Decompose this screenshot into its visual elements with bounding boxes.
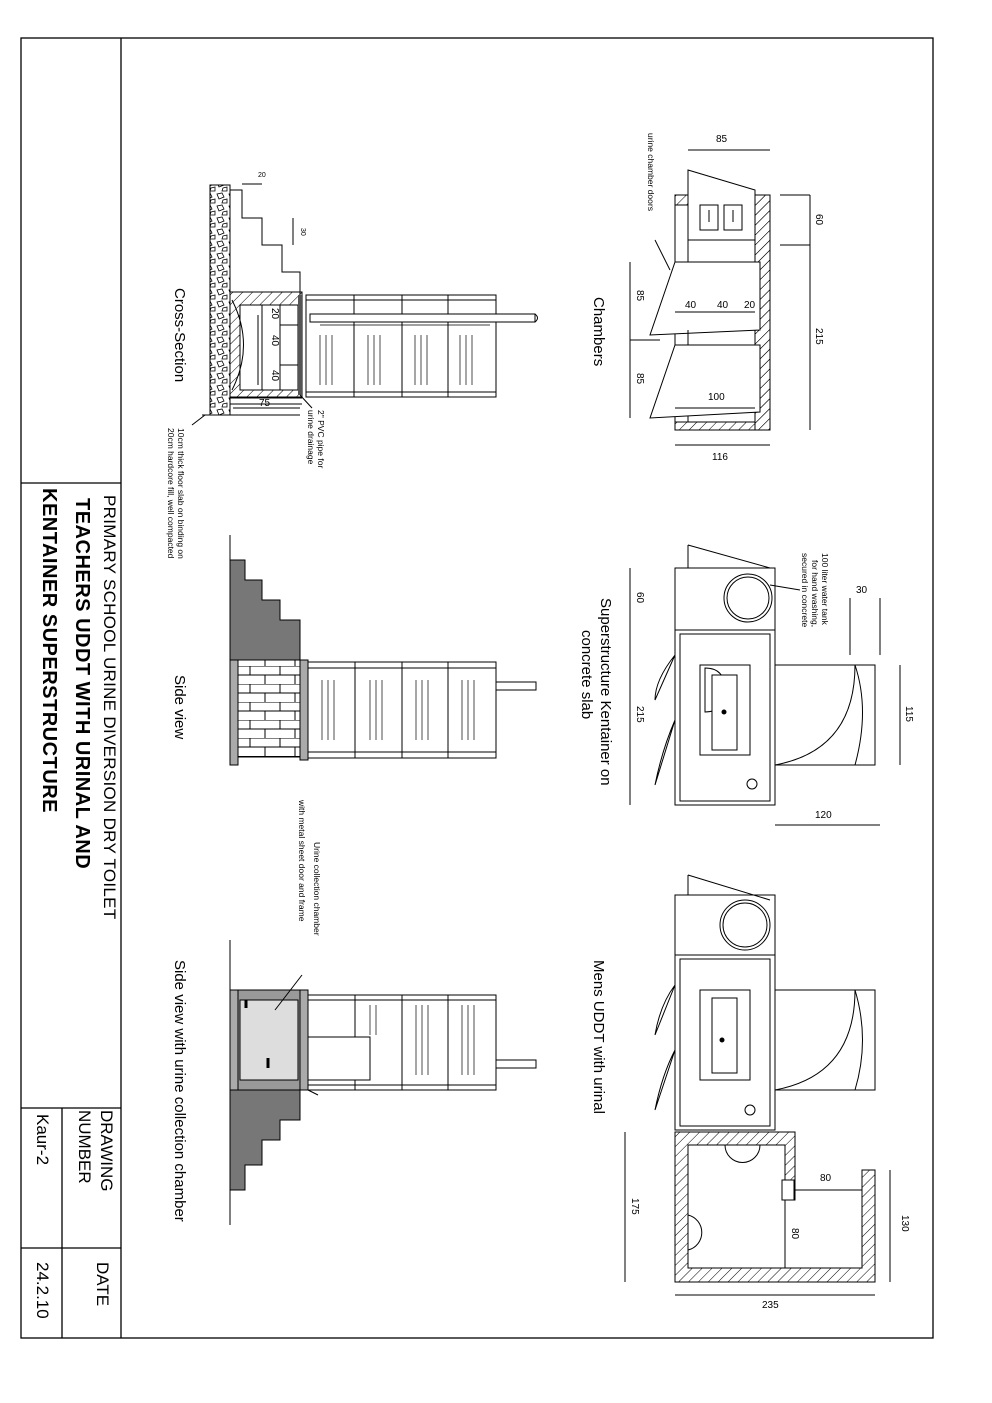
view-label-side-view-chamber: Side view with urine collection chamber [171, 960, 188, 1222]
note-pvc-pipe-1: 2" PVC pipe for [316, 410, 326, 469]
dim-ss-115: 115 [903, 706, 914, 722]
drawing-number-label-2: NUMBER [75, 1110, 94, 1184]
mens-uddt-plan [624, 874, 891, 1296]
view-label-superstructure-1: Superstructure Kentainer on [597, 598, 614, 786]
note-chamber-doors: urine chamber doors [646, 133, 656, 211]
note-urine-chamber-2: with metal sheet door and frame [297, 800, 307, 922]
dim-ch-85-top: 85 [716, 134, 728, 145]
dim-ss-60: 60 [634, 592, 645, 604]
chambers-plan [629, 149, 811, 446]
superstructure-plan [629, 544, 901, 826]
side-view [229, 535, 537, 766]
drawing-number-label-1: DRAWING [97, 1110, 116, 1192]
dim-ss-30: 30 [856, 585, 868, 596]
dim-cs-75: 75 [259, 398, 271, 409]
note-urine-chamber-1: Urine collection chamber [312, 842, 322, 936]
date-value: 24.2.10 [33, 1262, 52, 1319]
dim-ch-40a: 40 [685, 300, 697, 311]
view-label-cross-section: Cross-Section [171, 288, 188, 383]
dim-m-175: 175 [629, 1198, 640, 1215]
dim-m-235: 235 [762, 1300, 779, 1311]
note-water-tank-1: 100 liter water tank [820, 553, 830, 625]
dim-ch-40b: 40 [717, 300, 729, 311]
dim-cs-40a: 40 [269, 335, 280, 347]
dim-m-80a: 80 [820, 1173, 832, 1184]
sheet-border [20, 37, 934, 1339]
dim-cs-40b: 40 [269, 370, 280, 382]
date-label: DATE [93, 1262, 112, 1307]
title-line-2: TEACHERS UDDT WITH URINAL AND [71, 498, 93, 870]
note-floor-slab-1: 10cm thick floor slab on binding on [176, 428, 186, 559]
side-view-urine-chamber [229, 940, 537, 1225]
dim-ch-100: 100 [708, 392, 725, 403]
view-label-side-view: Side view [171, 675, 188, 740]
view-label-mens-uddt: Mens UDDT with urinal [590, 960, 607, 1114]
note-water-tank-2: for hand washing, [810, 560, 820, 628]
title-line-1: PRIMARY SCHOOL URINE DIVERSION DRY TOILE… [100, 495, 119, 920]
note-water-tank-3: secured in concrete [800, 553, 810, 628]
dim-ch-215: 215 [813, 328, 824, 345]
title-line-3: KENTAINER SUPERSTRUCTURE [38, 488, 60, 813]
dim-ss-120: 120 [815, 810, 832, 821]
dim-ch-60: 60 [813, 214, 824, 226]
dim-ss-215: 215 [634, 706, 645, 723]
note-pvc-pipe-2: urine drainage [306, 410, 316, 465]
cross-section-view [191, 183, 538, 426]
drawing-number-value: Kaur-2 [33, 1114, 52, 1166]
dim-m-130: 130 [899, 1215, 910, 1232]
dim-ch-85b: 85 [634, 373, 645, 385]
dim-cs-20: 20 [258, 172, 266, 179]
view-label-superstructure-2: concrete slab [578, 630, 595, 720]
dim-ch-85a: 85 [634, 290, 645, 302]
dim-ch-20: 20 [744, 300, 756, 311]
dim-ch-116: 116 [712, 452, 728, 463]
view-label-chambers: Chambers [590, 297, 607, 367]
note-floor-slab-2: 20cm hardcore fill, well compacted [166, 428, 176, 559]
dim-cs-20b: 20 [269, 308, 280, 320]
dim-m-80b: 80 [789, 1228, 800, 1240]
dim-cs-30: 30 [299, 228, 306, 236]
